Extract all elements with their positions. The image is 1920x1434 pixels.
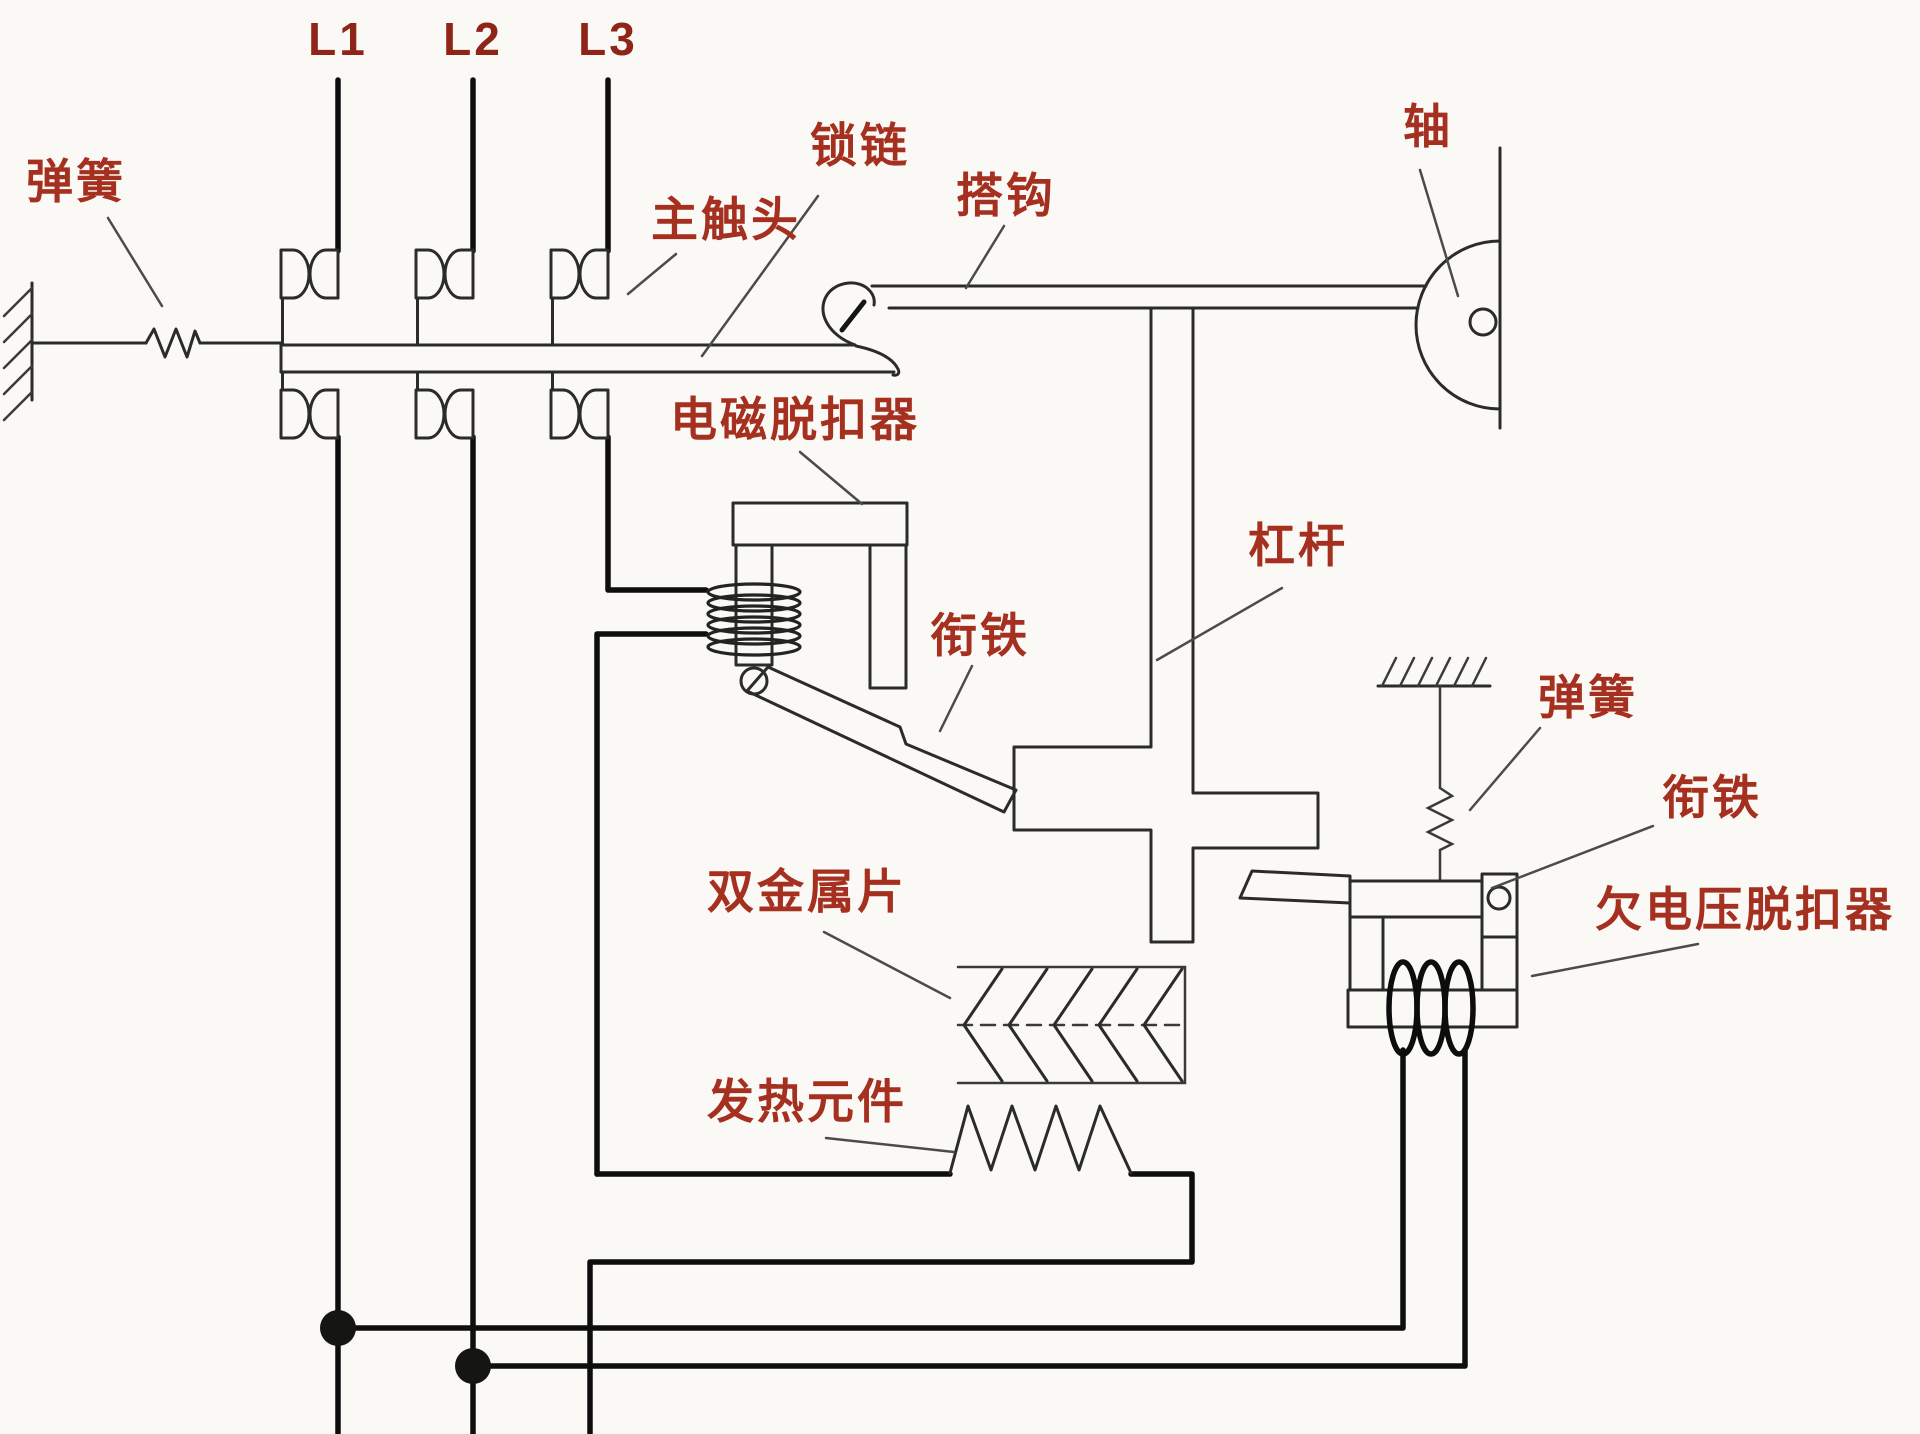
leader-lines [106,168,1700,1154]
label-heater: 发热元件 [707,1075,907,1128]
label-armature-right: 衔铁 [1662,771,1762,824]
label-bimetal: 双金属片 [707,865,907,918]
uv-release [1238,869,1519,1057]
em-armature [745,665,1018,814]
label-armature-left: 衔铁 [930,609,1030,662]
leader-spring-left [106,216,164,308]
lower-contact-l3 [549,388,610,440]
heating-element [948,1104,1133,1175]
main-contacts [279,248,610,440]
junction-dot-l1 [320,1310,356,1346]
contact-bridge-bar [279,343,896,374]
leader-uv-release [1530,942,1700,978]
em-core-top-plate [731,501,909,547]
uv-trip-finger [1238,869,1352,905]
upper-contact-l2 [414,248,475,300]
em-core-right-leg [868,543,908,690]
label-shaft: 轴 [1403,100,1453,153]
upper-contact-l3 [549,248,610,300]
uv-core-left-leg [1348,915,1385,992]
label-lever: 杠杆 [1248,519,1348,572]
leader-armature-right [1490,824,1655,890]
label-phase-l2: L2 [443,13,503,65]
l3-to-em-coil-wire [605,434,709,593]
em-core-left-leg [734,543,774,667]
label-main-contact: 主触头 [651,193,801,246]
em-coil [706,582,802,657]
leader-lever [1155,586,1284,662]
em-release [706,501,1018,814]
uv-coil-supply-wire-2 [470,1047,1468,1369]
latch-bar [870,284,1428,310]
leader-spring-right [1468,726,1542,812]
labels: L1 L2 L3 弹簧 主触头 锁链 搭钩 轴 电磁脱扣器 衔铁 杠杆 双金属片… [26,13,1895,1128]
label-em-release: 电磁脱扣器 [670,393,920,446]
label-uv-release: 欠电压脱扣器 [1595,883,1895,936]
phase-wires [320,77,1468,1434]
leader-main-contact [626,252,678,296]
hook-latch-point [839,299,867,333]
uv-armature [1348,879,1484,919]
upper-contact-l1 [279,248,340,300]
leader-latch-link [700,194,820,358]
leader-em-release [798,450,864,506]
right-ceiling-anchor [1376,656,1492,688]
leader-bimetal [822,930,952,1000]
label-phase-l1: L1 [308,13,368,65]
em-coil-return-wire [594,631,709,1177]
label-hook: 搭钩 [956,169,1056,222]
label-phase-l3: L3 [578,13,638,65]
heater-outlet-wire [587,1171,1195,1434]
leader-heater [824,1136,956,1154]
left-spring [30,327,283,359]
label-spring-left: 弹簧 [26,155,126,208]
bimetal-strip [956,965,1187,1085]
leader-hook [964,224,1006,290]
uv-coil [1386,959,1476,1057]
uv-spring [1425,684,1455,883]
label-spring-right: 弹簧 [1538,671,1638,724]
junction-dot-l2 [455,1348,491,1384]
lever [1012,306,1320,944]
shaft-center-hole [1468,307,1498,337]
label-latch-link: 锁链 [810,119,910,172]
uv-core-right-leg [1480,935,1519,992]
lower-contact-l2 [414,388,475,440]
uv-hinge-pin [1486,885,1512,911]
uv-core-yoke [1346,988,1519,1029]
shaft-disc [1414,239,1502,411]
lower-contact-l1 [279,388,340,440]
pivot-shaft [1414,146,1502,430]
hook [821,281,901,377]
leader-armature-left [938,664,974,733]
left-wall-anchor [2,281,34,422]
uv-coil-supply-wire-1 [335,1047,1406,1331]
uv-armature-hinge [1480,872,1519,939]
leader-shaft [1418,168,1460,298]
